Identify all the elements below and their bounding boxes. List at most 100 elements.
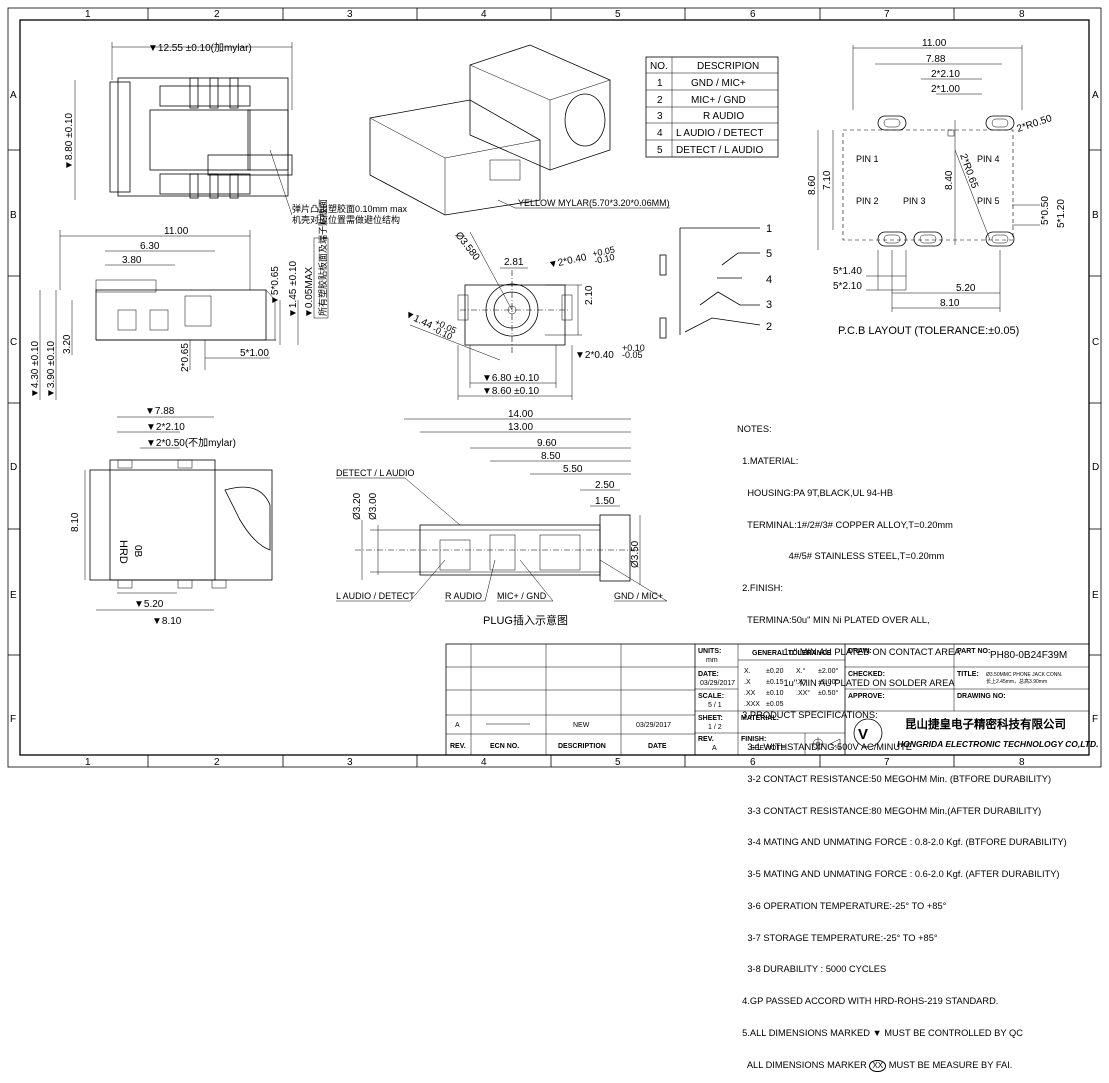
plug-dim-1400: 14.00: [508, 409, 533, 420]
side-view-labels: 11.00 6.30 3.80 ▼4.30 ±0.10 ▼3.90 ±0.10 …: [30, 199, 328, 398]
note-line: 3-2 CONTACT RESISTANCE:50 MEGOHM Min. (B…: [737, 773, 1052, 784]
tb-tol: .XX: [744, 690, 756, 697]
plug-dim-850: 8.50: [541, 451, 561, 462]
front-view-labels: Ø3.580 2.81 ▼2*0.40 +0.05 -0.10 2.10 ▼1.…: [403, 230, 645, 397]
side-chinese-note: 所有塑胶贴板面及端子贴板面: [317, 199, 328, 316]
drawing-canvas: 1 2 3 4 5 6 7 8 1 2 3 4 5 6 7 8 A B C D …: [7, 7, 1102, 768]
col-label: 3: [347, 9, 353, 20]
row-label: E: [10, 590, 17, 601]
pcb-pin3: PIN 3: [903, 196, 926, 206]
note-line: 4.GP PASSED ACCORD WITH HRD-ROHS-219 STA…: [737, 996, 999, 1007]
drawing-sheet: 1 2 3 4 5 6 7 8 1 2 3 4 5 6 7 8 A B C D …: [7, 7, 1102, 1073]
pcb-dim-520: 5.20: [956, 283, 976, 294]
pin-desc: GND / MIC+: [691, 78, 746, 89]
note-line1: 弹片凸出塑胶面0.10mm max: [292, 203, 408, 214]
pcb-dim-710: 7.10: [822, 170, 833, 190]
tb-rev-val: A: [712, 745, 717, 752]
front-tol-b-bot: -0.05: [622, 350, 643, 360]
side-dim-11: 11.00: [164, 226, 189, 237]
col-label: 5: [615, 9, 621, 20]
title-block: V: [445, 643, 1090, 756]
pcb-dim-5120: 5*1.20: [1056, 199, 1067, 228]
notes-block: NOTES: 1.MATERIAL: HOUSING:PA 9T,BLACK,U…: [737, 403, 1077, 1083]
tb-tol: .XXX: [744, 701, 760, 708]
bottom-dim-520: ▼5.20: [134, 599, 164, 610]
note-line: 1u" MIN AU PLATED ON SOLDER AREA: [737, 678, 955, 689]
tb-rev-head: DESCRIPTION: [558, 743, 606, 750]
pin-desc: L AUDIO / DETECT: [676, 128, 763, 139]
schematic-pin: 3: [766, 299, 772, 311]
note-fai-prefix: ALL DIMENSIONS MARKER: [737, 1059, 867, 1070]
note-line: NOTES:: [737, 424, 772, 435]
plug-caption: PLUG插入示意图: [483, 613, 568, 627]
tb-rev-label: REV.: [698, 736, 714, 743]
pin-no: 3: [657, 111, 663, 122]
row-label: B: [1092, 210, 1099, 221]
svg-text:V: V: [858, 726, 868, 743]
tb-scale-label: SCALE:: [698, 693, 724, 700]
side-dim-630: 6.30: [140, 241, 160, 252]
side-dim-5100: 5*1.00: [240, 348, 269, 359]
note-line-fai: ALL DIMENSIONS MARKER XX MUST BE MEASURE…: [737, 1059, 1077, 1073]
pcb-dim-5210: 5*2.10: [833, 281, 862, 292]
schematic-pin: 4: [766, 274, 772, 286]
tb-gen-tol: GENERAL TOLERANCE: [752, 650, 832, 657]
row-label: F: [10, 714, 16, 725]
pcb-dim-788: 7.88: [926, 54, 946, 65]
bottom-dim-810: ▼8.10: [152, 616, 182, 627]
pcb-dim-5140: 5*1.40: [833, 266, 862, 277]
col-label: 6: [750, 9, 756, 20]
schematic-labels: 1 5 4 3 2: [766, 223, 772, 333]
front-view: [409, 231, 582, 400]
tb-draw-label: DRAW:: [848, 648, 872, 655]
bottom-mark1: HRD: [117, 540, 129, 564]
tb-rev-row: 03/29/2017: [636, 722, 671, 729]
col-label: 8: [1019, 757, 1025, 768]
tb-checked-label: CHECKED:: [848, 671, 885, 678]
grid-markers: [8, 8, 1101, 767]
note-line: 3-7 STORAGE TEMPERATURE:-25° TO +85°: [737, 932, 938, 943]
bottom-view-labels: ▼7.88 ▼2*2.10 ▼2*0.50(不加mylar) 8.10 HRD …: [70, 406, 236, 627]
outer-border: [7, 7, 1102, 768]
pcb-dim-2100: 2*1.00: [931, 84, 960, 95]
pcb-dim-2210: 2*2.10: [931, 69, 960, 80]
schematic: [659, 227, 761, 339]
tb-tol: ±2.00°: [818, 667, 838, 675]
mylar-label: YELLOW MYLAR(5.70*3.20*0.06MM): [518, 198, 670, 208]
tb-units-label: UNITS:: [698, 648, 721, 655]
plug-dim-300: Ø3.00: [368, 492, 379, 520]
tb-drawingno-label: DRAWING NO:: [957, 693, 1006, 700]
plug-label-gndmic: GND / MIC+: [614, 591, 663, 601]
tb-units-val: mm: [706, 657, 718, 664]
plug-dim-550: 5.50: [563, 464, 583, 475]
pin-table: [645, 56, 779, 158]
note-line: 3-5 MATING AND UNMATING FORCE : 0.6-2.0 …: [737, 869, 1060, 880]
row-label: C: [1092, 337, 1099, 348]
pcb-pin2: PIN 2: [856, 196, 879, 206]
col-label: 4: [481, 9, 487, 20]
side-dim-50065: ▼5*0.65: [270, 266, 281, 305]
note-line: 3-4 MATING AND UNMATING FORCE : 0.8-2.0 …: [737, 837, 1067, 848]
bottom-mark2: 0B: [132, 545, 143, 558]
col-label: 8: [1019, 9, 1025, 20]
bottom-view: [84, 416, 273, 611]
isometric-views: YELLOW MYLAR(5.70*3.20*0.06MM): [369, 44, 670, 216]
bottom-dim-2050: ▼2*0.50(不加mylar): [146, 437, 236, 449]
pcb-pin1: PIN 1: [856, 154, 879, 164]
schematic-pin: 1: [766, 223, 772, 235]
tb-tol: ±0.05: [766, 701, 784, 708]
pcb-pin4: PIN 4: [977, 154, 1000, 164]
note-line: 3-1 WITHSTANDING:500V AC/MINUTE: [737, 742, 912, 752]
note-line: 1u" MIN AU PLATED ON CONTACT AREA: [737, 646, 961, 657]
tb-sheet-label: SHEET:: [698, 715, 723, 722]
tb-tol: ±0.10: [766, 690, 784, 697]
tb-tol: ±0.50°: [818, 689, 838, 697]
row-label: A: [1092, 90, 1099, 101]
row-label: F: [1092, 714, 1098, 725]
bottom-dim-810v: 8.10: [70, 512, 81, 532]
row-label: A: [10, 90, 17, 101]
note-line: HOUSING:PA 9T,BLACK,UL 94-HB: [737, 487, 894, 498]
front-dim-358: Ø3.580: [453, 230, 482, 263]
note-fai-suffix: MUST BE MEASURE BY FAI.: [888, 1059, 1013, 1070]
tb-rev-row: A: [455, 722, 460, 729]
